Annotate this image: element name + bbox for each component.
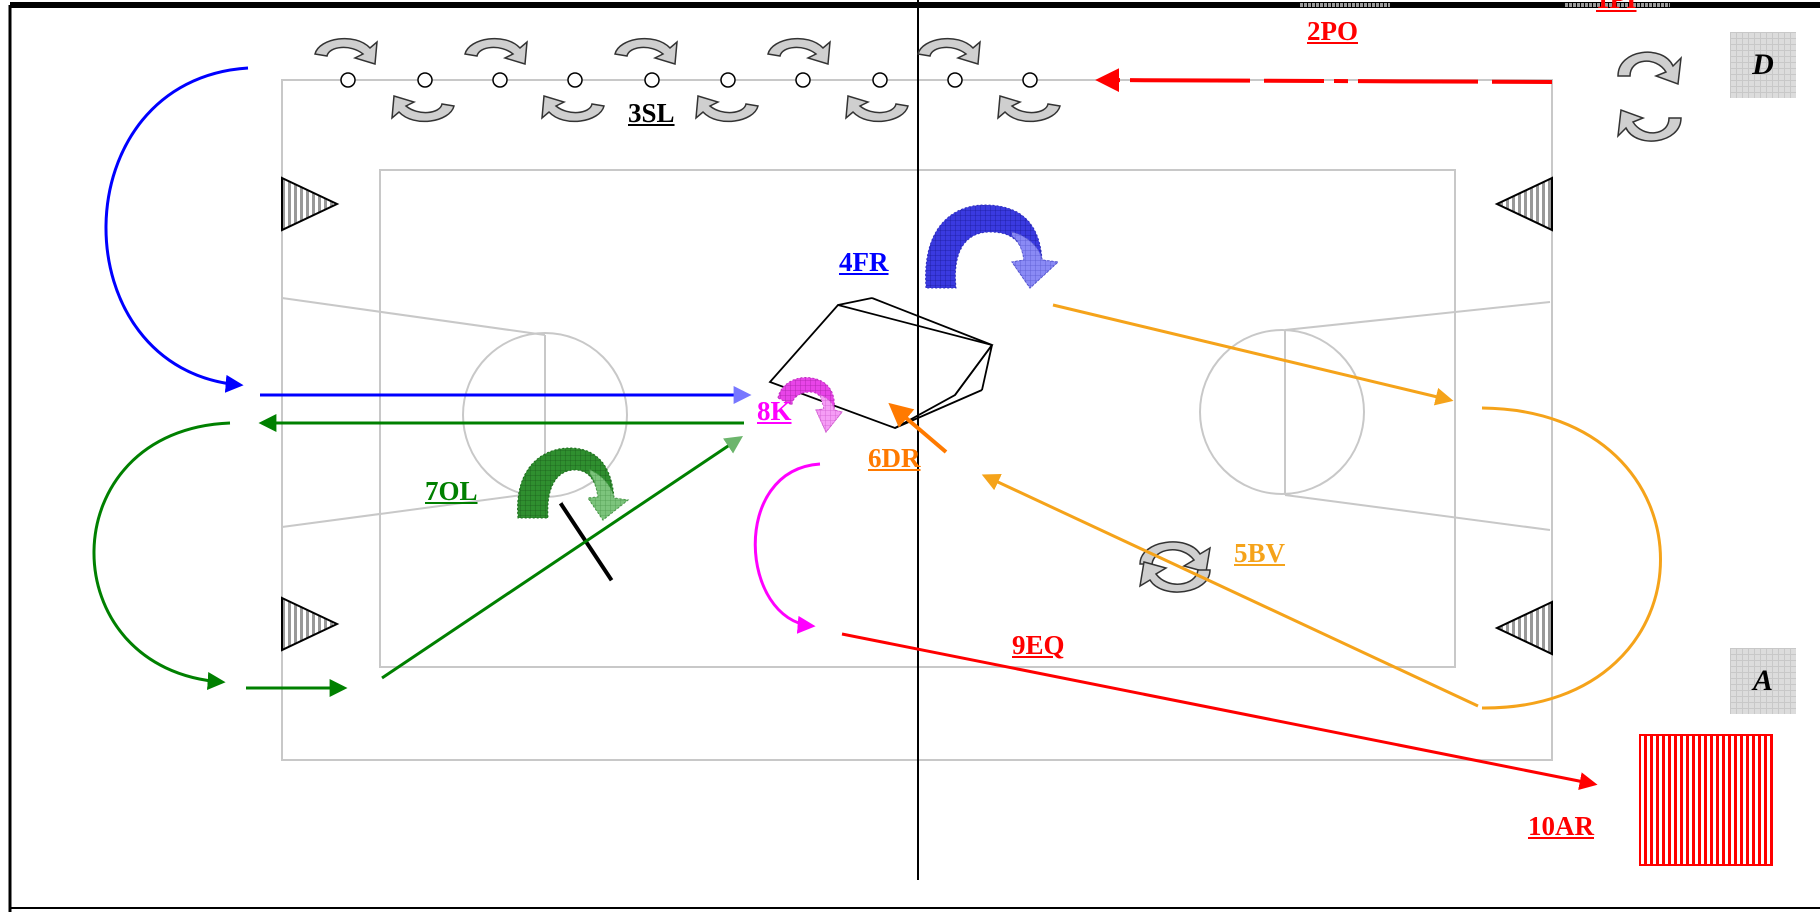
rotation-arrow-icon	[695, 95, 759, 123]
rotation-arrow-icon	[541, 95, 605, 123]
blue-path	[104, 66, 752, 404]
kip-rotation-icon	[777, 376, 843, 433]
slalom-pole	[417, 72, 433, 88]
rotation-arrow-icon	[614, 37, 678, 65]
green-rotation-icon	[517, 447, 630, 521]
slalom-pole	[720, 72, 736, 88]
slalom-pole	[340, 72, 356, 88]
rotation-arrow-icon	[767, 37, 831, 65]
slalom-row	[314, 37, 1061, 123]
corner-a-label: A	[1752, 664, 1773, 697]
circular-arrows-icon	[1138, 541, 1212, 593]
station-label-9eq: 9EQ	[1012, 630, 1065, 660]
station-label-2po: 2PO	[1307, 16, 1358, 46]
forward-roll-icon	[925, 204, 1060, 289]
station-label-7ol: 7OL	[425, 476, 478, 506]
slalom-pole	[947, 72, 963, 88]
station-label-5bv: 5BV	[1234, 538, 1286, 568]
outer-frame	[8, 2, 1820, 912]
orange-path	[888, 303, 1662, 710]
corner-a-box: A	[1730, 648, 1796, 714]
rotation-arrow-icon	[997, 95, 1061, 123]
circular-arrows-icon	[1617, 51, 1682, 142]
rotation-arrow-icon	[391, 95, 455, 123]
station-label-6dr: 6DR	[868, 443, 921, 473]
cone-marker-icon	[281, 176, 1553, 656]
corner-d-label: D	[1752, 48, 1774, 81]
rotation-arrow-icon	[314, 37, 378, 65]
arrow-2po	[1095, 68, 1553, 93]
magenta-path	[753, 462, 821, 634]
slalom-pole	[795, 72, 811, 88]
station-label-1pi: 1PI	[1596, 0, 1637, 13]
slalom-pole	[872, 72, 888, 88]
station-label-8k: 8K	[757, 396, 792, 426]
rotation-arrow-icon	[845, 95, 909, 123]
rotation-arrow-icon	[917, 37, 981, 65]
station-label-10ar: 10AR	[1528, 811, 1594, 841]
station-label-3sl: 3SL	[628, 98, 675, 128]
slalom-pole	[644, 72, 660, 88]
slalom-pole	[1022, 72, 1038, 88]
landing-mat-icon	[1639, 734, 1773, 866]
green-path	[92, 414, 744, 697]
rotation-arrow-icon	[464, 37, 528, 65]
slalom-pole	[492, 72, 508, 88]
vaulting-box-icon	[768, 297, 994, 429]
right-center-circle	[1199, 329, 1365, 495]
corner-d-box: D	[1730, 32, 1796, 98]
station-label-4fr: 4FR	[839, 247, 889, 277]
red-path	[841, 632, 1598, 791]
slalom-pole	[567, 72, 583, 88]
